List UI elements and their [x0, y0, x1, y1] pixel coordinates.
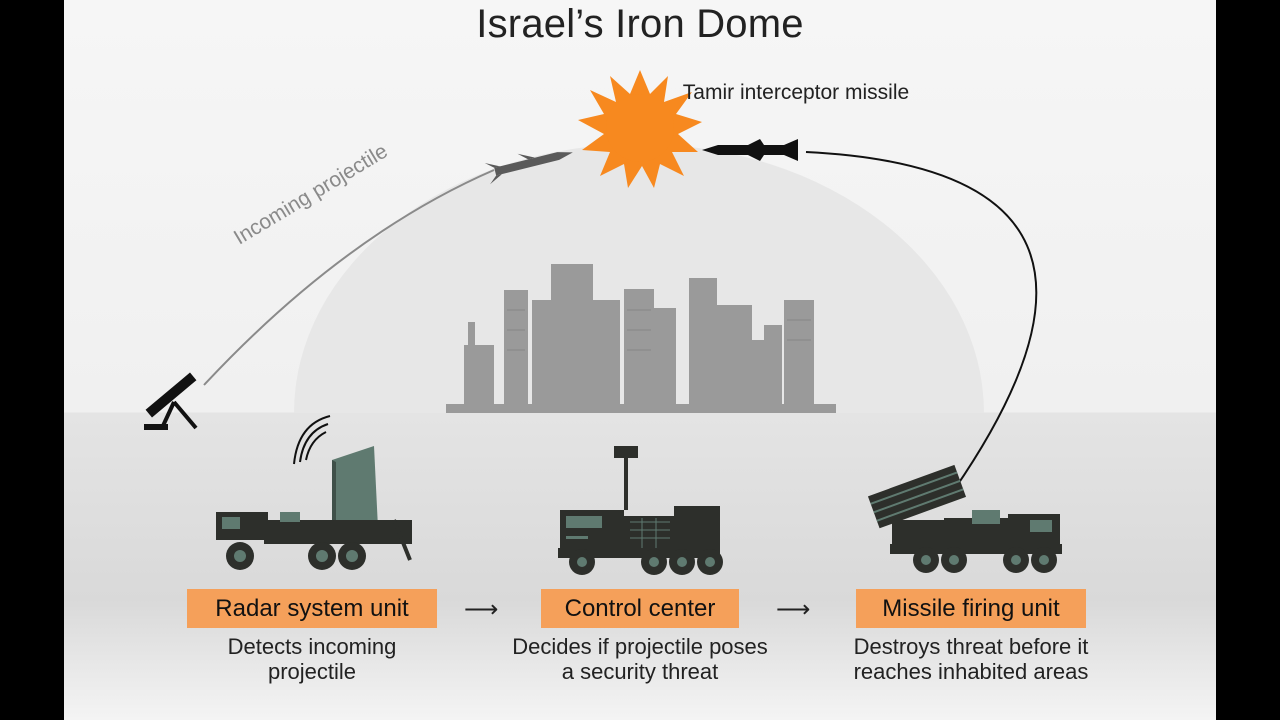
missile-launcher-truck-icon	[868, 465, 1062, 573]
step-description-control: Decides if projectile poses a security t…	[510, 634, 770, 684]
mortar-launcher-icon	[144, 373, 196, 430]
step-description-firing: Destroys threat before it reaches inhabi…	[826, 634, 1116, 684]
tamir-label: Tamir interceptor missile	[676, 80, 916, 106]
step-description-radar: Detects incoming projectile	[202, 634, 422, 684]
step-label-radar: Radar system unit	[187, 589, 437, 628]
flow-arrow-icon: ⟶	[464, 595, 498, 624]
radar-truck-icon	[216, 446, 412, 570]
step-label-control: Control center	[541, 589, 739, 628]
iron-dome-diagram: Israel’s Iron Dome Tamir interceptor mis…	[64, 0, 1216, 720]
radar-waves-icon	[294, 416, 330, 464]
step-label-firing: Missile firing unit	[856, 589, 1086, 628]
diagram-title: Israel’s Iron Dome	[64, 2, 1216, 47]
control-center-truck-icon	[558, 446, 723, 575]
flow-arrow-icon: ⟶	[776, 595, 810, 624]
